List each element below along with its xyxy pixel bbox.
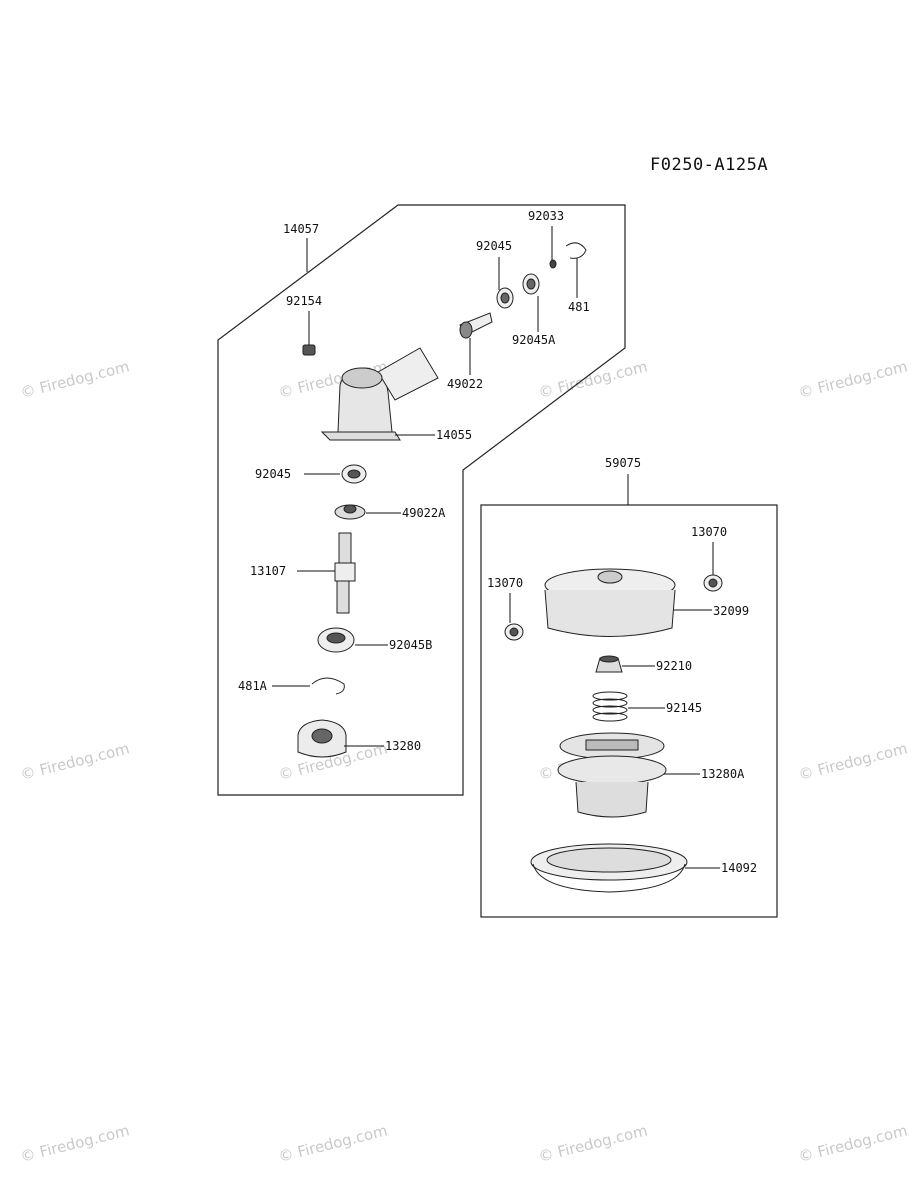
watermark: © Firedog.com (537, 1121, 650, 1165)
part-49022-gear (459, 312, 493, 339)
part-92154-bolt (302, 344, 316, 356)
part-13280a-spool (557, 732, 667, 818)
part-14092-base (530, 843, 688, 893)
part-92045b-bearing (317, 627, 355, 653)
part-label-92145: 92145 (666, 701, 702, 715)
watermark: © Firedog.com (797, 1121, 910, 1165)
part-13070-left-bushing (504, 623, 524, 641)
watermark: © Firedog.com (19, 739, 132, 783)
assembly-label-gear-case: 14057 (283, 222, 319, 236)
part-13070-right-bushing (703, 574, 723, 592)
part-label-13070-left: 13070 (487, 576, 523, 590)
part-label-49022a: 49022A (402, 506, 446, 520)
part-label-92045-mid: 92045 (255, 467, 291, 481)
part-92033-ring (549, 259, 557, 269)
part-92145-spring (592, 691, 628, 722)
part-92045a-bearing (522, 273, 540, 295)
part-92045-mid-bearing (341, 464, 367, 484)
part-label-92045b: 92045B (389, 638, 432, 652)
gear-case-assembly-frame (217, 204, 626, 796)
part-13280-holder (297, 719, 347, 758)
part-label-481: 481 (568, 300, 590, 314)
part-label-92033: 92033 (528, 209, 564, 223)
part-49022a-gear (334, 504, 366, 520)
part-label-13280a: 13280A (701, 767, 745, 781)
watermarks: © Firedog.com © Firedog.com © Firedog.co… (19, 357, 910, 1165)
watermark: © Firedog.com (19, 357, 132, 401)
part-label-32099: 32099 (713, 604, 749, 618)
part-label-13107: 13107 (250, 564, 286, 578)
part-label-13280: 13280 (385, 739, 421, 753)
part-label-49022: 49022 (447, 377, 483, 391)
part-92210-nut (595, 655, 623, 673)
part-label-14055: 14055 (436, 428, 472, 442)
diagram-code: F0250-A125A (650, 155, 768, 175)
watermark: © Firedog.com (277, 1121, 390, 1165)
part-label-92210: 92210 (656, 659, 692, 673)
part-13107-shaft (334, 532, 356, 614)
watermark: © Firedog.com (19, 1121, 132, 1165)
part-481a-circlip (311, 677, 345, 695)
part-481-circlip (565, 242, 587, 259)
cutter-head-assembly-frame (480, 504, 778, 918)
part-label-481a: 481A (238, 679, 268, 693)
part-label-14092: 14092 (721, 861, 757, 875)
part-14055-gear-case (320, 347, 439, 441)
part-label-92045a: 92045A (512, 333, 556, 347)
part-32099-spool-cover (544, 568, 676, 637)
part-label-13070-right: 13070 (691, 525, 727, 539)
watermark: © Firedog.com (537, 357, 650, 401)
watermark: © Firedog.com (797, 739, 910, 783)
watermark: © Firedog.com (797, 357, 910, 401)
assembly-label-cutter-head: 59075 (605, 456, 641, 470)
part-label-92045: 92045 (476, 239, 512, 253)
part-label-92154: 92154 (286, 294, 322, 308)
part-92045-bearing (496, 287, 514, 309)
